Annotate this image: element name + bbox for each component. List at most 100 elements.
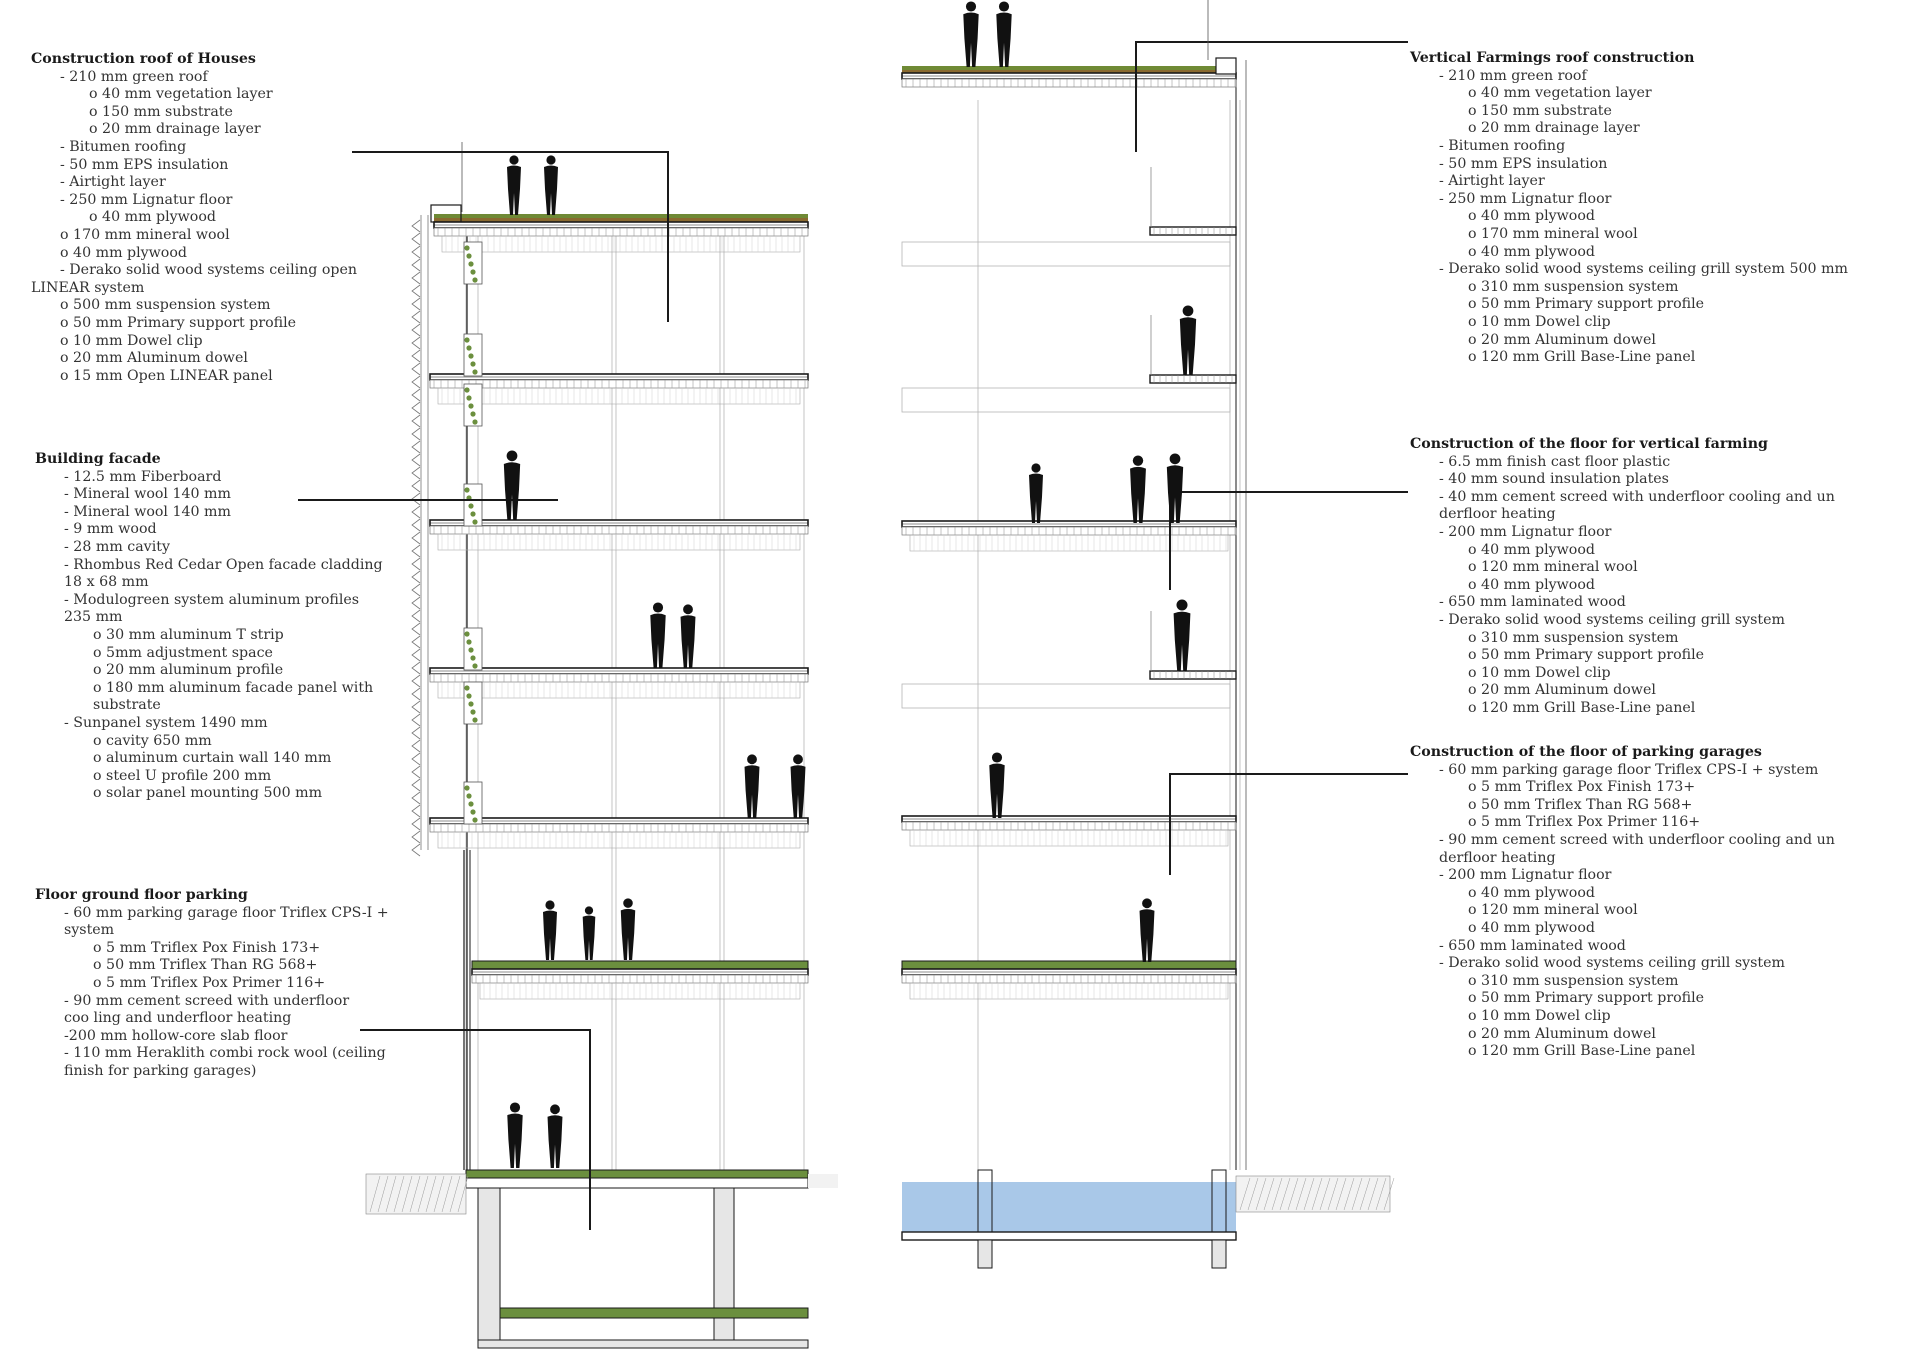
note-title: Floor ground floor parking (35, 887, 248, 903)
note-vertical-farming-roof: Vertical Farmings roof construction - 21… (1410, 50, 1848, 367)
terrace-slab (1149, 374, 1237, 384)
hatch (457, 1175, 469, 1213)
hatch (1247, 1177, 1259, 1211)
note-parking-garage-floor: Construction of the floor of parking gar… (1410, 744, 1835, 1061)
facade-lamella (411, 388, 421, 402)
parking-floor-slab (901, 960, 1237, 970)
person-silhouette (582, 906, 596, 960)
plant (466, 793, 472, 799)
facade-lamella (411, 791, 421, 805)
hatch (377, 1175, 389, 1213)
plant (468, 261, 474, 267)
person-silhouette (989, 752, 1005, 818)
facade-lamella (411, 661, 421, 675)
note-line: - Mineral wool 140 mm (64, 486, 231, 503)
note-lines: - 12.5 mm Fiberboard- Mineral wool 140 m… (35, 469, 383, 803)
person-head (509, 155, 519, 165)
note-line: o 5 mm Triflex Pox Finish 173+ (1468, 779, 1696, 796)
note-lines: - 6.5 mm finish cast floor plastic- 40 m… (1410, 454, 1835, 718)
note-line: - 50 mm EPS insulation (60, 156, 229, 173)
facade-lamella (411, 596, 421, 610)
person-head (506, 450, 518, 462)
ceiling-grill (909, 829, 1229, 847)
facade-lamella (411, 531, 421, 545)
note-lines: - 60 mm parking garage floor Triflex CPS… (35, 905, 389, 1081)
note-line: - 28 mm cavity (64, 538, 170, 555)
note-line: o 40 mm vegetation layer (89, 86, 273, 103)
note-line: o 40 mm plywood (60, 244, 187, 261)
note-line: - 90 mm cement screed with underfloor co… (1439, 831, 1835, 848)
note-line: o cavity 650 mm (93, 732, 212, 749)
person-head (545, 900, 555, 910)
note-line: coo ling and underfloor heating (64, 1010, 292, 1027)
person-body (544, 165, 558, 215)
ceiling-grill (909, 534, 1229, 552)
person-head (991, 752, 1003, 763)
facade-lamella (411, 323, 421, 337)
facade-lamella (411, 778, 421, 792)
person-body (620, 908, 636, 960)
note-line: o 50 mm Triflex Than RG 568+ (1468, 796, 1693, 813)
person-body (1173, 611, 1191, 671)
facade-lamella (411, 401, 421, 415)
note-line: o 20 mm aluminum profile (93, 662, 284, 679)
note-line: o steel U profile 200 mm (93, 767, 272, 784)
hatch (1359, 1177, 1371, 1211)
plant (470, 361, 476, 367)
leader-lines (298, 0, 1408, 1230)
basement-floor (499, 1307, 809, 1319)
note-line: finish for parking garages) (64, 1062, 257, 1079)
plant (470, 655, 476, 661)
plant (470, 809, 476, 815)
plant (470, 511, 476, 517)
note-line: o 10 mm Dowel clip (1468, 313, 1611, 330)
facade-lamella (411, 349, 421, 363)
person-silhouette (963, 1, 979, 67)
note-line: - 50 mm EPS insulation (1439, 155, 1608, 172)
lignatur-layer (429, 673, 809, 683)
facade-lamella (411, 674, 421, 688)
left-building-section (365, 142, 838, 1349)
person-head (1132, 455, 1144, 466)
facade-lamella (411, 479, 421, 493)
plant (468, 701, 474, 707)
facade-lamella (411, 440, 421, 454)
note-line: o 5mm adjustment space (93, 644, 273, 661)
note-line: o 20 mm drainage layer (89, 121, 261, 138)
note-building-facade: Building facade - 12.5 mm Fiberboard- Mi… (35, 451, 383, 803)
note-line: o 50 mm Primary support profile (60, 314, 297, 331)
note-line: - Derako solid wood systems ceiling open (60, 262, 358, 279)
facade-lamella (411, 544, 421, 558)
note-line: - Bitumen roofing (1439, 137, 1566, 154)
person-body (790, 765, 806, 818)
note-line: o 50 mm Primary support profile (1468, 296, 1705, 313)
note-title: Construction roof of Houses (31, 51, 256, 67)
plant (472, 817, 478, 823)
plant (464, 337, 470, 343)
ceiling-grill (437, 533, 801, 551)
ceiling-grill (437, 681, 801, 699)
note-line: - Derako solid wood systems ceiling gril… (1439, 261, 1848, 278)
lignatur-layer (471, 974, 809, 984)
facade-lamella (411, 817, 421, 831)
person-body (650, 613, 666, 668)
note-line: o 50 mm Triflex Than RG 568+ (93, 957, 318, 974)
plant (470, 269, 476, 275)
water-basin (902, 1182, 1236, 1232)
hatch (417, 1175, 429, 1213)
note-line: - 40 mm cement screed with underfloor co… (1439, 488, 1835, 505)
lignatur-layer (429, 525, 809, 535)
person-head (1182, 305, 1194, 317)
note-line: o 120 mm Grill Base-Line panel (1468, 349, 1696, 366)
note-line: o 120 mm mineral wool (1468, 902, 1638, 919)
hatch (1287, 1177, 1299, 1211)
facade-lamella (411, 258, 421, 272)
hatch (1239, 1177, 1251, 1211)
note-line: o 40 mm plywood (1468, 576, 1595, 593)
basement-column (713, 1187, 735, 1349)
note-line: o 40 mm vegetation layer (1468, 85, 1652, 102)
facade-lamella (411, 830, 421, 844)
facade-lamella (411, 362, 421, 376)
person-head (683, 604, 693, 615)
